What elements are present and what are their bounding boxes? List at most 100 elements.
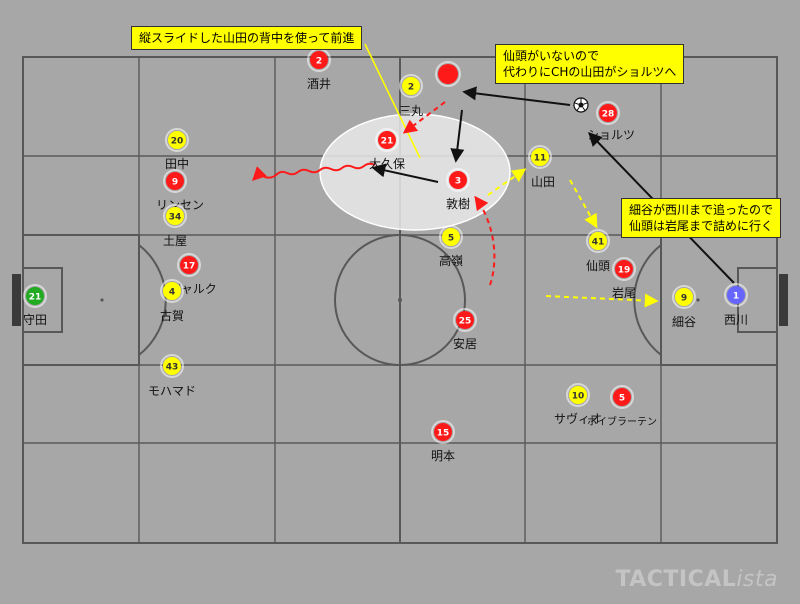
player-number: 15 <box>437 429 450 439</box>
player-disc <box>163 282 181 300</box>
player-number: 17 <box>183 262 196 272</box>
player-name-label: 酒井 <box>307 77 331 91</box>
player-number: 1 <box>733 292 739 302</box>
player-disc <box>569 386 587 404</box>
player-name-label: 大久保 <box>369 157 405 171</box>
player-name-label: 西川 <box>724 313 748 327</box>
player-disc <box>438 64 458 84</box>
player-disc <box>166 172 184 190</box>
player-disc-outline <box>23 284 47 308</box>
player-name-label: 安居 <box>453 336 477 351</box>
arrow-to-atsuki <box>450 109 465 163</box>
player-disc-outline <box>586 229 610 253</box>
arrow-atsuki-run <box>474 195 496 286</box>
player-marker-tsuchiya[interactable]: 34 土屋 <box>163 204 187 248</box>
player-disc <box>434 423 452 441</box>
player-disc-outline <box>165 128 189 152</box>
player-disc-outline <box>610 385 634 409</box>
player-marker-yamada[interactable]: 11 山田 <box>528 145 555 189</box>
player-marker-takamine[interactable]: 5高嶺 <box>439 225 463 268</box>
player-name-label: 山田 <box>531 175 555 189</box>
goal-right <box>779 274 788 326</box>
watermark-suffix: ista <box>736 567 778 592</box>
player-disc-outline <box>177 253 201 277</box>
player-name-label: モハマド <box>148 384 196 398</box>
penalty-spot-right <box>696 298 700 302</box>
player-number: 25 <box>459 317 472 327</box>
callout-line: 細谷が西川まで追ったので <box>629 203 774 217</box>
player-disc <box>180 256 198 274</box>
player-name-label: 土屋 <box>163 234 187 248</box>
player-disc-outline <box>163 169 187 193</box>
arrow-okubo-wavy-run <box>252 162 376 181</box>
player-marker-unnumbered[interactable] <box>435 61 461 87</box>
player-marker-schorz[interactable]: 28 ショルツ <box>587 101 635 142</box>
player-disc <box>168 131 186 149</box>
player-disc-outline <box>528 145 552 169</box>
player-number: 21 <box>381 137 394 147</box>
player-marker-sakai[interactable]: 2 酒井 <box>307 48 331 91</box>
player-disc-outline <box>446 168 470 192</box>
player-number: 28 <box>602 110 615 120</box>
player-disc <box>163 357 181 375</box>
player-disc-outline <box>672 285 696 309</box>
player-disc-outline <box>399 74 423 98</box>
player-marker-mimaru[interactable]: 2三丸 <box>399 74 423 118</box>
player-disc-outline <box>566 383 590 407</box>
player-disc <box>26 287 44 305</box>
callout-line: 代わりにCHの山田がショルツへ <box>503 65 677 79</box>
player-disc-outline <box>612 257 636 281</box>
player-disc <box>589 232 607 250</box>
highlight-zone <box>319 113 511 231</box>
callout-line: 仙頭がいないので <box>503 49 600 63</box>
player-number: 34 <box>169 213 182 223</box>
player-disc-outline <box>163 204 187 228</box>
player-marker-nishikawa[interactable]: 1 西川 <box>724 283 748 327</box>
callout-top-right: 仙頭がいないので 代わりにCHの山田がショルツへ <box>495 44 685 84</box>
player-number: 19 <box>618 266 631 276</box>
player-name-label: 三丸 <box>399 104 423 118</box>
player-marker-yasui[interactable]: 25 安居 <box>453 308 477 351</box>
player-name-label: ショルツ <box>587 128 635 142</box>
player-disc <box>449 171 467 189</box>
arrow-yamada-to-schorz <box>462 86 571 106</box>
player-disc <box>613 388 631 406</box>
player-name-label: 仙頭 <box>586 259 610 273</box>
player-marker-akimoto[interactable]: 15 明本 <box>431 420 455 463</box>
player-marker-okubo[interactable]: 21 大久保 <box>369 128 405 171</box>
player-disc <box>615 260 633 278</box>
player-disc-outline <box>435 61 461 87</box>
player-number: 11 <box>534 154 547 164</box>
player-disc-outline <box>596 101 620 125</box>
player-disc <box>599 104 617 122</box>
player-marker-atsuki[interactable]: 3敦樹 <box>446 168 470 211</box>
penalty-spot-left <box>100 298 104 302</box>
watermark-main: TACTICAL <box>615 567 737 592</box>
callout-line: 縦スライドした山田の背中を使って前進 <box>139 31 355 45</box>
player-name-label: 明本 <box>431 449 455 463</box>
arrow-hosogai-press <box>545 293 659 308</box>
player-number: 4 <box>169 288 175 298</box>
callout-mid-right: 細谷が西川まで追ったので 仙頭は岩尾まで詰めに行く <box>621 198 782 238</box>
player-disc-outline <box>431 420 455 444</box>
callout-top-left: 縦スライドした山田の背中を使って前進 <box>131 26 363 50</box>
player-number: 21 <box>29 293 42 303</box>
player-number: 9 <box>172 178 178 188</box>
player-marker-hosogai[interactable]: 9細谷 <box>672 285 696 329</box>
player-disc <box>402 77 420 95</box>
player-marker-koga[interactable]: 4古賀 <box>160 279 184 323</box>
player-disc <box>378 131 396 149</box>
center-circle <box>334 234 466 366</box>
soccer-ball-icon[interactable] <box>573 97 589 113</box>
player-number: 2 <box>316 57 322 67</box>
player-name-label: 高嶺 <box>439 253 463 268</box>
player-name-label: 敦樹 <box>446 196 470 211</box>
